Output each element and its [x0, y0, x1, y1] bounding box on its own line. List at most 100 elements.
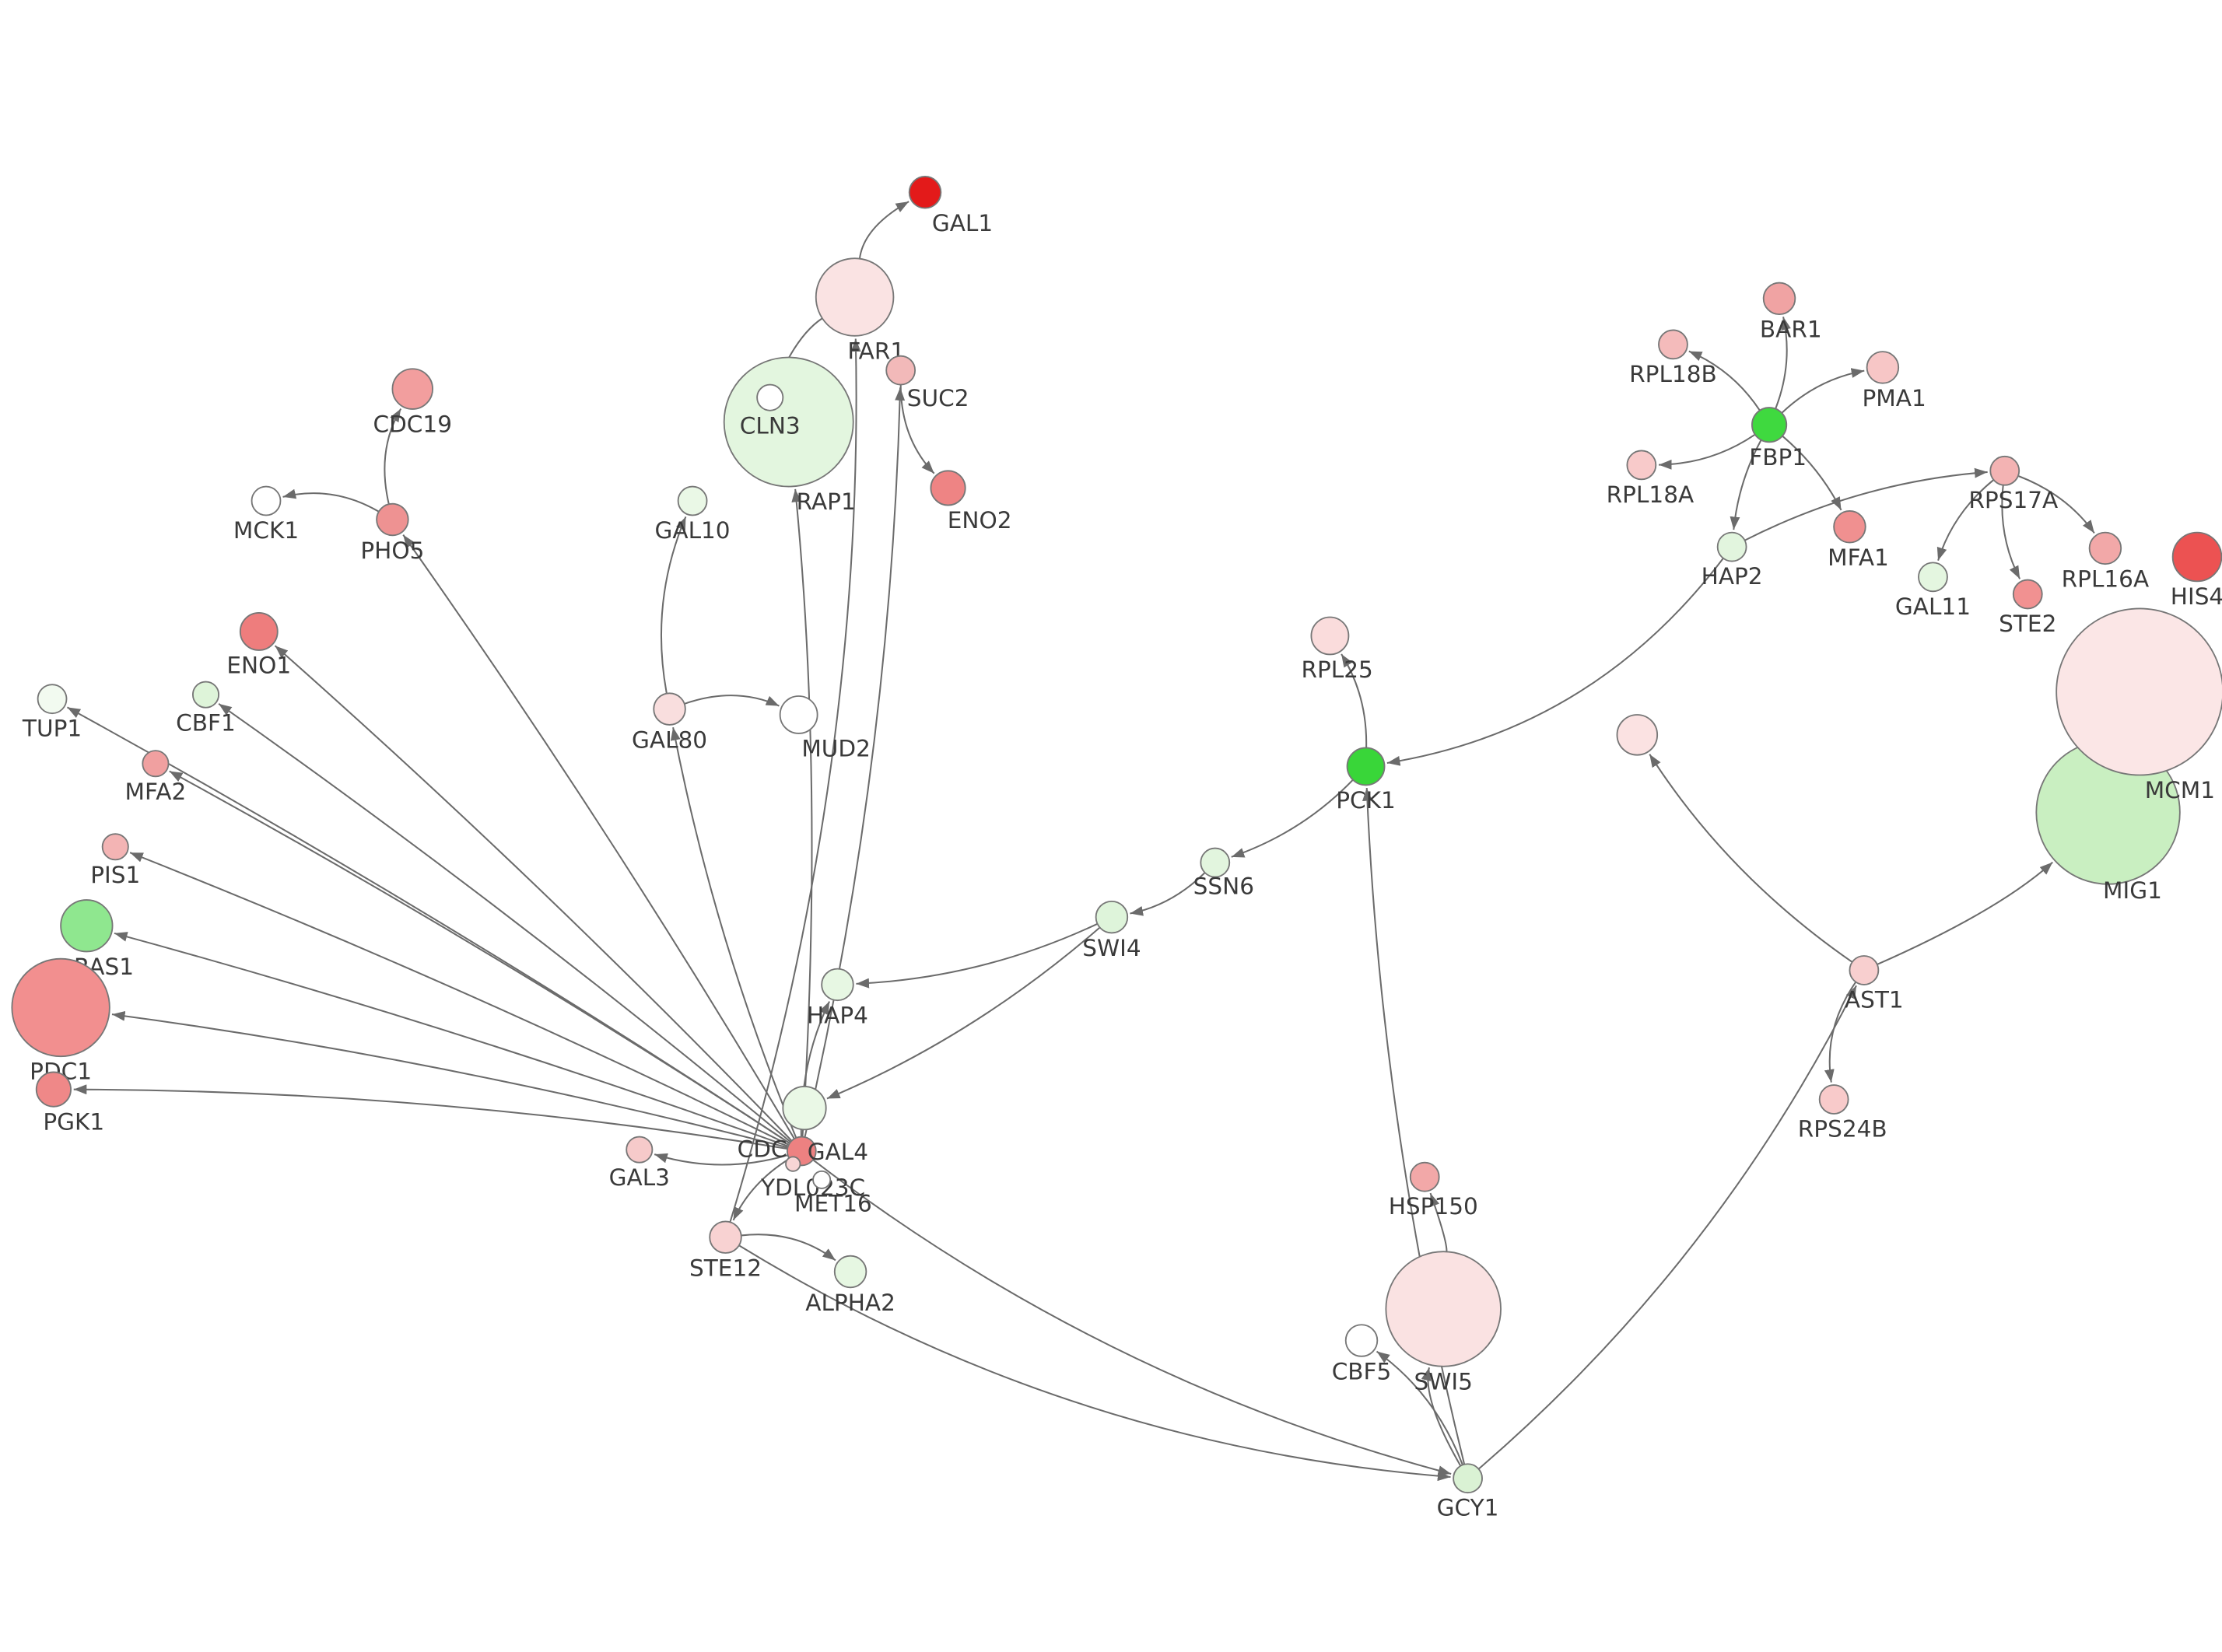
edge-gal80-mud2[interactable]: [684, 695, 780, 707]
node-gal11[interactable]: [1918, 562, 1948, 593]
edge-gal4-pdc1[interactable]: [111, 1010, 788, 1149]
edge-gal4-ras1[interactable]: [114, 932, 789, 1147]
node-ste12[interactable]: [709, 1220, 742, 1254]
edge-fbp1-mfa1[interactable]: [1782, 435, 1842, 511]
node-rps24b[interactable]: [1818, 1084, 1849, 1115]
edge-ste12-gcy1[interactable]: [738, 1244, 1451, 1482]
node-mcm1[interactable]: [2056, 607, 2222, 776]
edge-ssn6-swi4[interactable]: [1130, 872, 1206, 916]
edge-ste12-far1[interactable]: [729, 338, 861, 1223]
node-eno1[interactable]: [239, 612, 279, 651]
node-pho5[interactable]: [376, 502, 409, 537]
node-cdc19[interactable]: [391, 368, 433, 410]
node-met16[interactable]: [812, 1170, 832, 1189]
node-pgk1[interactable]: [35, 1071, 72, 1108]
node-gal1[interactable]: [908, 176, 942, 209]
node-label-hsp150: HSP150: [1389, 1193, 1478, 1220]
edge-rps17a-rpl16a[interactable]: [2017, 474, 2095, 534]
node-swi4[interactable]: [1095, 900, 1129, 934]
edge-gal4-suc2[interactable]: [804, 387, 906, 1138]
edge-gal4-pho5[interactable]: [402, 534, 795, 1139]
edge-ste12-alpha2[interactable]: [741, 1234, 836, 1262]
node-cln3[interactable]: [756, 383, 784, 411]
edge-fbp1-bar1[interactable]: [1775, 317, 1791, 409]
edge-gal4-pis1[interactable]: [129, 852, 790, 1146]
node-hap4[interactable]: [821, 968, 854, 1002]
node-suc2[interactable]: [885, 355, 916, 386]
edge-far1-gal1[interactable]: [858, 201, 909, 259]
node-rap1[interactable]: [723, 356, 854, 488]
edge-gal4-tup1[interactable]: [66, 706, 790, 1144]
edge-gal4-cbf1[interactable]: [218, 703, 791, 1143]
node-gal3[interactable]: [626, 1136, 654, 1164]
node-cbf1[interactable]: [191, 681, 220, 709]
edge-gal4-rap1[interactable]: [791, 488, 813, 1137]
node-ras1[interactable]: [60, 899, 114, 953]
edge-gal4-eno1[interactable]: [274, 645, 793, 1142]
node-rpl18a[interactable]: [1626, 450, 1657, 481]
node-unnamed1[interactable]: [1616, 714, 1659, 756]
edge-gal4-pgk1[interactable]: [73, 1084, 788, 1150]
node-his4[interactable]: [2171, 531, 2222, 583]
edge-swi5-hsp150[interactable]: [1429, 1192, 1448, 1252]
edge-fbp1-rpl18b[interactable]: [1688, 350, 1761, 411]
node-mfa2[interactable]: [142, 750, 170, 778]
node-eno2[interactable]: [930, 470, 966, 506]
node-gal10[interactable]: [677, 485, 708, 516]
node-swi5[interactable]: [1385, 1251, 1502, 1367]
node-pdc1[interactable]: [11, 957, 110, 1058]
edge-ast1-mig1[interactable]: [1877, 861, 2053, 965]
edge-pho5-mck1[interactable]: [282, 488, 380, 513]
node-mud2[interactable]: [779, 695, 818, 734]
node-cdc6[interactable]: [782, 1086, 827, 1131]
edge-gal4-gcy1[interactable]: [812, 1159, 1452, 1476]
edge-gcy1-cbf5[interactable]: [1376, 1350, 1463, 1465]
node-fbp1[interactable]: [1751, 407, 1788, 443]
edge-fbp1-rpl18a[interactable]: [1658, 433, 1756, 470]
edge-gcy1-ast1[interactable]: [1477, 985, 1857, 1470]
node-mck1[interactable]: [251, 485, 282, 516]
node-hap2[interactable]: [1716, 531, 1747, 562]
edge-ast1-unnamed1[interactable]: [1649, 754, 1853, 963]
edge-suc2-eno2[interactable]: [899, 384, 935, 474]
edge-hap2-pck1[interactable]: [1386, 558, 1724, 766]
node-ydl023c[interactable]: [785, 1156, 801, 1172]
edge-ast1-rps24b[interactable]: [1824, 982, 1857, 1083]
edge-fbp1-pma1[interactable]: [1781, 368, 1865, 414]
node-alpha2[interactable]: [833, 1255, 867, 1289]
edge-pck1-rpl25[interactable]: [1341, 653, 1368, 748]
edge-hap2-rps17a[interactable]: [1744, 467, 1988, 541]
node-ssn6[interactable]: [1200, 847, 1231, 878]
edge-swi4-hap4[interactable]: [856, 922, 1098, 989]
node-mfa1[interactable]: [1833, 510, 1866, 544]
edge-gal80-gal10[interactable]: [660, 516, 687, 694]
edge-gal4-mfa2[interactable]: [169, 770, 790, 1144]
node-pma1[interactable]: [1866, 351, 1900, 384]
node-ste2[interactable]: [2012, 579, 2043, 610]
edge-rps17a-gal11[interactable]: [1936, 479, 1995, 561]
node-pis1[interactable]: [101, 833, 129, 861]
edge-rps17a-ste2[interactable]: [2001, 485, 2021, 579]
node-far1[interactable]: [815, 257, 895, 337]
node-rpl18b[interactable]: [1658, 329, 1688, 360]
node-tup1[interactable]: [37, 684, 68, 715]
node-rpl25[interactable]: [1310, 616, 1350, 656]
edge-fbp1-hap2[interactable]: [1730, 439, 1762, 530]
edge-pho5-cdc19[interactable]: [384, 408, 402, 505]
node-cbf5[interactable]: [1344, 1324, 1379, 1357]
node-rps17a[interactable]: [1989, 455, 2020, 486]
edge-pck1-ssn6[interactable]: [1231, 779, 1354, 858]
edge-gal4-gal3[interactable]: [654, 1153, 788, 1166]
node-bar1[interactable]: [1762, 282, 1796, 316]
node-gcy1[interactable]: [1453, 1463, 1483, 1494]
node-hsp150[interactable]: [1409, 1161, 1440, 1192]
edge-swi4-cdc6[interactable]: [826, 926, 1101, 1100]
node-ast1[interactable]: [1849, 955, 1880, 985]
node-pck1[interactable]: [1346, 747, 1386, 786]
edge-gal4-ste12[interactable]: [732, 1157, 790, 1221]
node-rpl16a[interactable]: [2088, 531, 2122, 565]
edge-gal4-gal80[interactable]: [670, 726, 797, 1139]
node-gal80[interactable]: [653, 692, 686, 726]
